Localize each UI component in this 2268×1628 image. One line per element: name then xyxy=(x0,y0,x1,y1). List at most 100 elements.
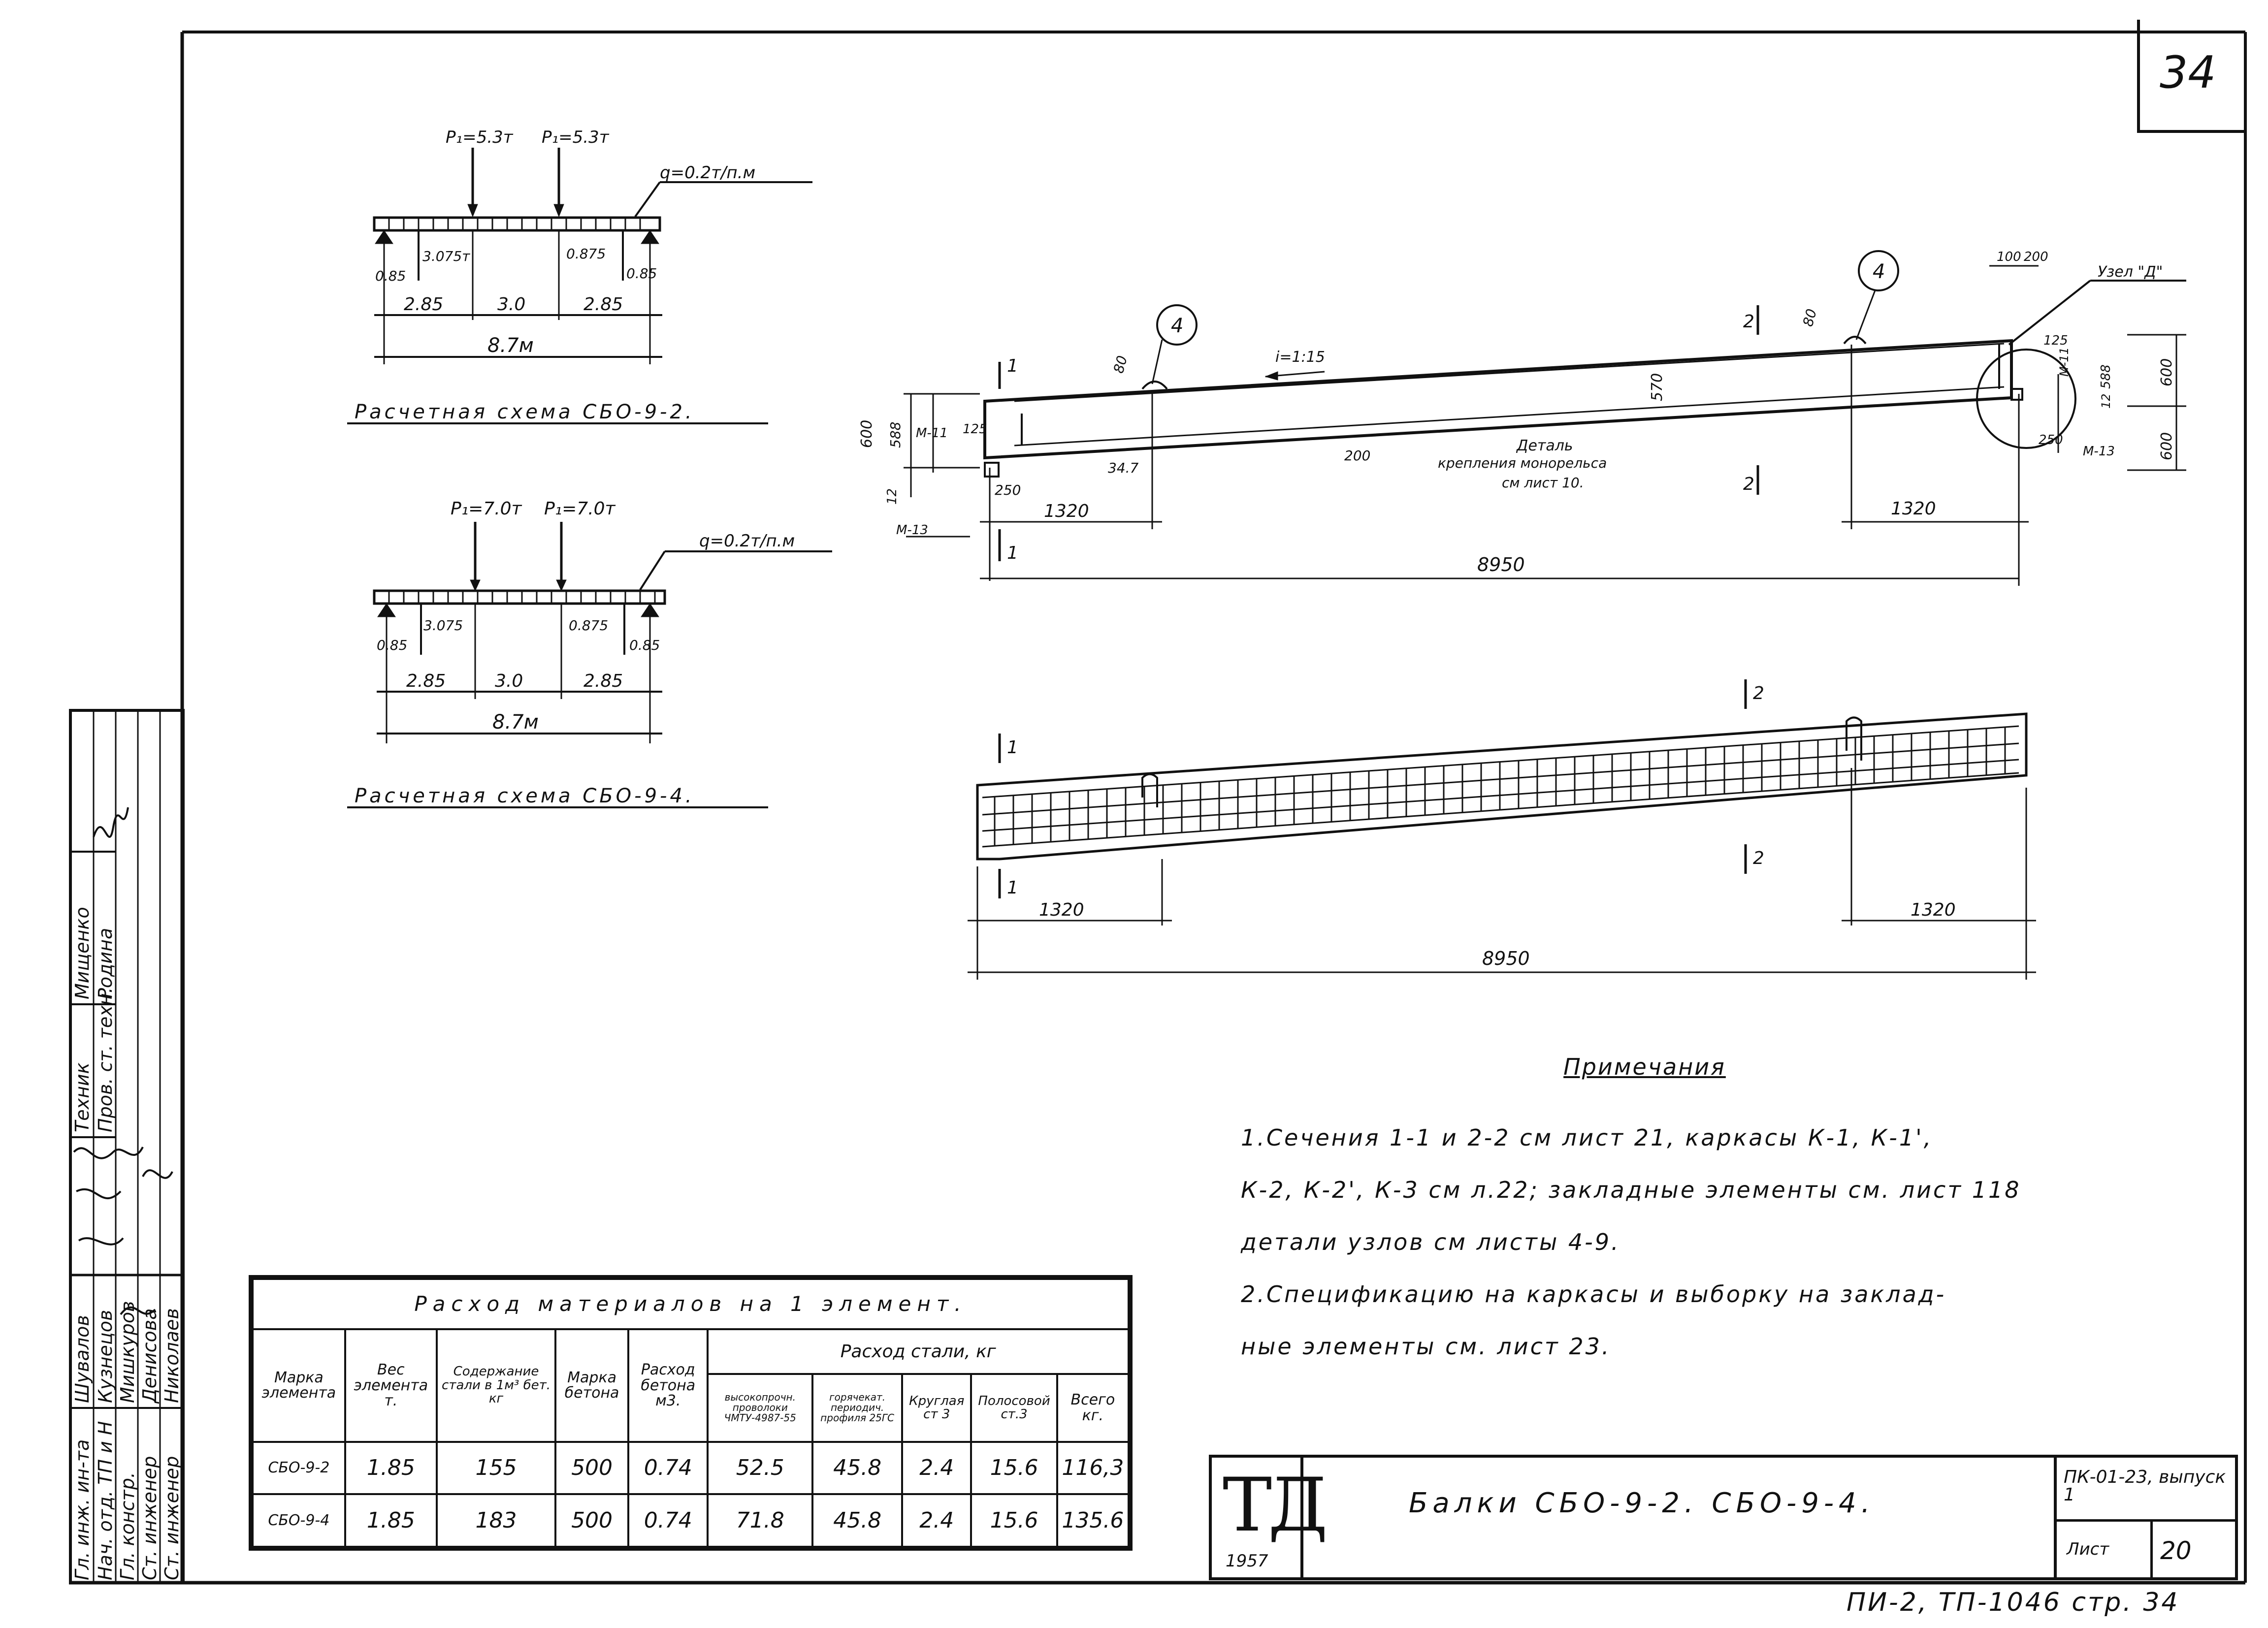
cell: 2.4 xyxy=(901,1440,972,1496)
elev-detail-1: Деталь xyxy=(1516,437,1573,454)
td-year: 1957 xyxy=(1226,1551,1268,1571)
col-total: Всего кг. xyxy=(1056,1373,1130,1443)
s1-reaction-left: 0.85 xyxy=(375,268,406,284)
elev-detail-3: см лист 10. xyxy=(1502,475,1584,491)
s1-load-p1: P₁=5.3т xyxy=(446,128,514,147)
s2-span: 8.7м xyxy=(492,711,539,734)
col-wire: высокопрочн. проволоки ЧМТУ-4987-55 xyxy=(707,1373,814,1443)
calc-scheme-2-labels: P₁=7.0т P₁=7.0т q=0.2т/п.м 0.85 3.075 0.… xyxy=(355,499,795,807)
sheet-label: Лист xyxy=(2067,1539,2109,1559)
s2-reaction-inner-left: 3.075 xyxy=(423,617,463,634)
stamp-role-1: Гл. инж. ин-та xyxy=(71,1439,93,1580)
elev-dim-12-left: 12 xyxy=(885,488,900,505)
elev-sec-2-bottom: 2 xyxy=(1743,474,1754,494)
title-block-right: ПК-01-23, выпуск 1 Лист 20 xyxy=(2054,1458,2238,1577)
cell: СБО-9-2 xyxy=(252,1440,346,1496)
elev-dim-125-right: 125 xyxy=(2043,333,2068,348)
stamp-name-4: Денисова xyxy=(139,1308,161,1403)
col-concrete-grade: Марка бетона xyxy=(554,1328,629,1443)
stamp-name-5: Николаев xyxy=(161,1308,183,1403)
approval-stamp: Гл. инж. ин-та Нач. отд. ТП и Н Гл. конс… xyxy=(69,709,185,1585)
stamp-role-4: Ст. инженер xyxy=(139,1456,161,1580)
elev-dim-250-left: 250 xyxy=(995,482,1021,498)
page-number-box: 34 xyxy=(2137,20,2245,133)
elev-dim-125-left: 125 xyxy=(963,422,987,437)
cell: 500 xyxy=(554,1440,629,1496)
cell: 2.4 xyxy=(901,1493,972,1548)
s1-segment-3: 2.85 xyxy=(583,294,623,315)
elev-node-label: Узел "Д" xyxy=(2098,263,2163,281)
col-round: Круглая ст 3 xyxy=(901,1373,972,1443)
cell: 71.8 xyxy=(707,1493,814,1548)
elev-dim-34-7: 34.7 xyxy=(1108,460,1139,476)
title-block: ТД 1957 Балки СБО-9-2. СБО-9-4. ПК-01-23… xyxy=(1209,1455,2238,1580)
notes-block: Примечания 1.Сечения 1-1 и 2-2 см лист 2… xyxy=(1241,1053,2176,1385)
s1-load-p2: P₁=5.3т xyxy=(542,128,610,147)
s2-reaction-left: 0.85 xyxy=(377,637,407,653)
sheet-label-cell: Лист xyxy=(2057,1522,2153,1577)
materials-table: Расход материалов на 1 элемент. Марка эл… xyxy=(249,1275,1133,1551)
cell: 0.74 xyxy=(627,1493,709,1548)
s1-segment-1: 2.85 xyxy=(404,294,443,315)
sheet-number: 20 xyxy=(2160,1536,2192,1565)
table-row: СБО-9-2 1.85 155 500 0.74 52.5 45.8 2.4 … xyxy=(252,1440,1130,1496)
rebar-sec-1-bottom: 1 xyxy=(1007,878,1018,898)
s1-distributed-load: q=0.2т/п.м xyxy=(660,163,755,183)
s2-distributed-load: q=0.2т/п.м xyxy=(699,531,795,551)
note-line-4: 2.Спецификацию на каркасы и выборку на з… xyxy=(1241,1281,1946,1308)
stamp-name-3: Мишкуров xyxy=(117,1301,138,1403)
elev-dim-250-right: 250 xyxy=(2039,433,2063,447)
elev-dim-80-left: 80 xyxy=(1110,354,1131,375)
series-code-cell: ПК-01-23, выпуск 1 xyxy=(2057,1458,2238,1522)
elev-dim-200: 200 xyxy=(1344,447,1370,464)
rebar-view-labels: 1 1 2 2 1320 1320 8950 xyxy=(1007,683,1956,969)
stamp-role2-2: Пров. ст. техн. xyxy=(95,987,116,1132)
s2-segment-2: 3.0 xyxy=(495,671,523,691)
beam-elevation-labels: 4 4 i=1:15 80 80 570 600 588 12 125 250 … xyxy=(858,250,2175,575)
s2-load-p1: P₁=7.0т xyxy=(451,499,522,519)
s1-reaction-inner-left: 3.075т xyxy=(422,248,470,264)
cell: 52.5 xyxy=(707,1440,814,1496)
col-concrete-use: Расход бетона м3. xyxy=(627,1328,709,1443)
cell: 500 xyxy=(554,1493,629,1548)
stamp-role-3: Гл. констр. xyxy=(117,1472,138,1580)
elev-m11-left: М-11 xyxy=(916,426,948,441)
elev-dim-12-right: 12 xyxy=(2099,393,2113,409)
rebar-dim-1320-right: 1320 xyxy=(1911,900,1956,920)
stamp-name-2: Кузнецов xyxy=(95,1309,116,1403)
cell: 135.6 xyxy=(1056,1493,1130,1548)
elev-dim-588-left: 588 xyxy=(887,422,904,448)
elev-dim-8950: 8950 xyxy=(1477,554,1525,575)
calc-scheme-1 xyxy=(347,148,812,424)
s2-reaction-inner-right: 0.875 xyxy=(569,617,608,634)
cell: 183 xyxy=(435,1493,557,1548)
note-line-5: ные элементы см. лист 23. xyxy=(1241,1333,1611,1360)
rebar-sec-2-bottom: 2 xyxy=(1753,848,1764,868)
elev-sec-1-bottom: 1 xyxy=(1007,543,1018,563)
elev-marker-4-right: 4 xyxy=(1873,260,1885,283)
cell: СБО-9-4 xyxy=(252,1493,346,1548)
cell: 1.85 xyxy=(344,1440,438,1496)
s1-span: 8.7м xyxy=(487,334,534,357)
s2-load-p2: P₁=7.0т xyxy=(544,499,616,519)
s1-segment-2: 3.0 xyxy=(497,294,525,315)
stamp-role-2: Нач. отд. ТП и Н xyxy=(95,1421,116,1580)
elev-dim-200-top: 200 xyxy=(2024,250,2048,264)
page-number: 34 xyxy=(2160,47,2216,98)
elev-dim-588-right: 588 xyxy=(2099,364,2113,389)
cell: 155 xyxy=(435,1440,557,1496)
rebar-stirrups xyxy=(994,727,2006,846)
s2-segment-3: 2.85 xyxy=(583,671,623,691)
bottom-reference: ПИ-2, ТП-1046 стр. 34 xyxy=(1847,1588,2180,1617)
elev-m13-left: М-13 xyxy=(896,523,928,538)
col-strip: Полосовой ст.3 xyxy=(970,1373,1058,1443)
rebar-sec-2-top: 2 xyxy=(1753,683,1764,703)
s1-reaction-right: 0.85 xyxy=(626,265,657,282)
col-weight: Вес элемента т. xyxy=(344,1328,438,1443)
elev-m13-right: М-13 xyxy=(2083,444,2115,459)
cell: 45.8 xyxy=(811,1440,904,1496)
cell: 15.6 xyxy=(970,1493,1058,1548)
elev-marker-4-left: 4 xyxy=(1171,315,1183,337)
elev-sec-1-top: 1 xyxy=(1007,356,1018,376)
